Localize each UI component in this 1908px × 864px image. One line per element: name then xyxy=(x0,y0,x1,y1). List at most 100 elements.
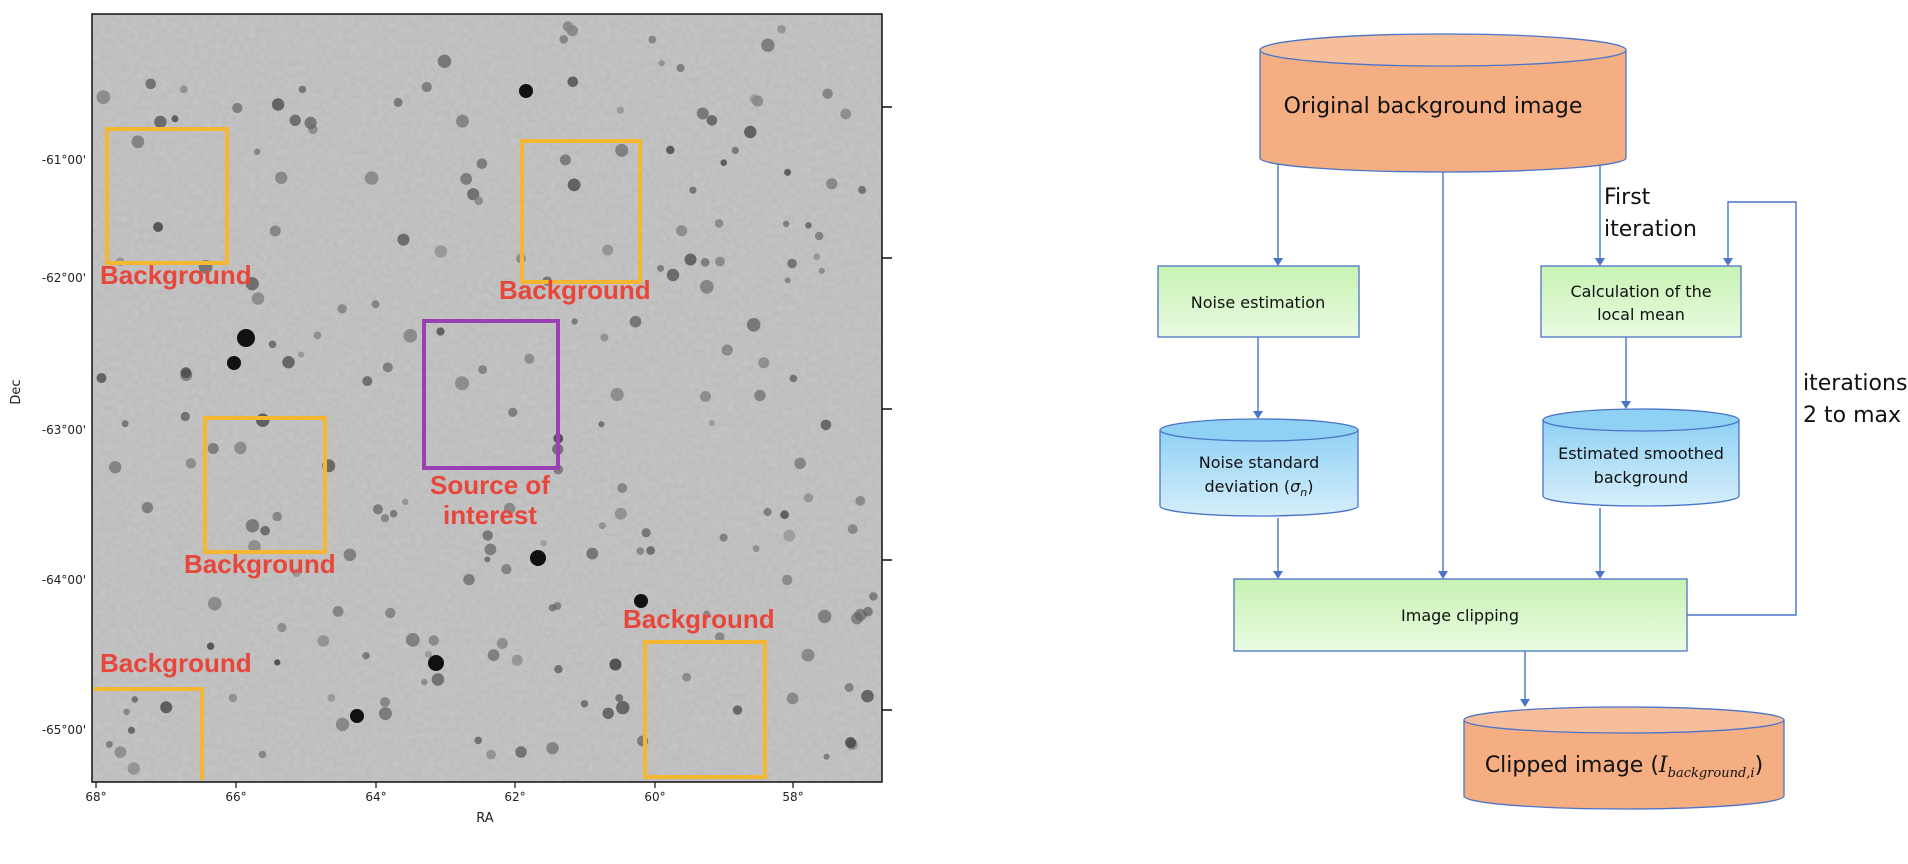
ra-axis-title: RA xyxy=(476,811,494,826)
star xyxy=(861,689,874,703)
star xyxy=(699,390,711,402)
star xyxy=(123,708,130,716)
star xyxy=(752,545,760,553)
star xyxy=(784,168,792,176)
star xyxy=(562,21,574,32)
star xyxy=(783,220,790,228)
star xyxy=(424,650,432,658)
star xyxy=(696,107,709,120)
star xyxy=(646,546,655,555)
star xyxy=(858,185,867,194)
ra-tick-label: 64° xyxy=(365,790,386,804)
node-noise-estimation: Noise estimation xyxy=(1157,265,1360,338)
star xyxy=(180,367,192,379)
star xyxy=(332,606,344,617)
star xyxy=(272,511,283,522)
star xyxy=(380,697,390,707)
star xyxy=(657,264,665,272)
star xyxy=(666,145,675,155)
star xyxy=(228,693,238,703)
star xyxy=(758,357,770,369)
star xyxy=(421,678,428,686)
star xyxy=(823,753,830,760)
star xyxy=(609,658,622,671)
star xyxy=(180,411,190,422)
star xyxy=(754,389,766,402)
star xyxy=(145,78,156,90)
ra-tick-label: 66° xyxy=(225,790,246,804)
bright-star xyxy=(519,84,533,98)
star xyxy=(658,60,665,67)
star xyxy=(437,54,452,68)
star xyxy=(428,635,439,646)
background-box-3 xyxy=(203,416,327,554)
star xyxy=(402,498,409,505)
star xyxy=(362,376,373,387)
flow-edges xyxy=(1253,164,1797,707)
arrowhead xyxy=(1595,258,1605,266)
star xyxy=(598,522,606,530)
star xyxy=(684,253,697,266)
arrowhead xyxy=(1723,258,1733,266)
bright-star xyxy=(350,709,364,723)
star xyxy=(600,333,609,342)
star xyxy=(434,245,447,258)
star xyxy=(586,547,599,560)
star xyxy=(121,420,129,428)
background-box-4 xyxy=(94,687,204,780)
star xyxy=(818,609,832,624)
star xyxy=(131,135,145,149)
background-box-5 xyxy=(643,640,767,779)
star xyxy=(567,76,579,88)
star xyxy=(207,596,222,611)
star xyxy=(380,514,390,523)
sky-image-frame xyxy=(91,13,883,783)
ra-tick-label: 68° xyxy=(85,790,106,804)
star xyxy=(855,495,866,506)
star xyxy=(676,225,688,237)
star xyxy=(96,90,111,104)
star xyxy=(636,547,645,555)
star xyxy=(508,407,518,417)
star xyxy=(641,528,651,538)
star xyxy=(271,98,285,111)
star xyxy=(496,637,508,649)
background-label-5: Background xyxy=(623,604,775,634)
star xyxy=(298,351,305,358)
node-local-mean-line1: Calculation of the xyxy=(1570,282,1711,301)
node-local-mean: Calculation of the local mean xyxy=(1540,265,1742,338)
star xyxy=(616,106,624,114)
star xyxy=(487,649,500,662)
star xyxy=(719,533,728,542)
star xyxy=(761,38,775,52)
star xyxy=(789,374,798,383)
star xyxy=(206,642,215,650)
star xyxy=(467,188,480,201)
star xyxy=(141,501,154,514)
star xyxy=(362,652,370,660)
star xyxy=(826,178,838,190)
star xyxy=(840,108,852,120)
star xyxy=(615,694,624,703)
dec-tick-label: -62°00' xyxy=(42,271,86,285)
ra-tick-label: 60° xyxy=(644,790,665,804)
star xyxy=(105,740,113,748)
star xyxy=(602,244,614,256)
star xyxy=(282,356,295,369)
background-label-3: Background xyxy=(184,549,336,579)
star xyxy=(553,602,562,610)
iterations-note-line2: 2 to max xyxy=(1803,403,1901,428)
star xyxy=(245,519,260,533)
star xyxy=(540,539,547,547)
star xyxy=(820,419,832,431)
star xyxy=(689,186,697,194)
star xyxy=(815,231,824,241)
star xyxy=(455,376,469,391)
star xyxy=(484,543,497,556)
star xyxy=(598,421,605,428)
star xyxy=(805,222,812,229)
star xyxy=(752,95,764,107)
dec-tick-label: -64°00' xyxy=(42,573,86,587)
node-image-clipping-label: Image clipping xyxy=(1401,606,1519,625)
star xyxy=(364,171,379,185)
